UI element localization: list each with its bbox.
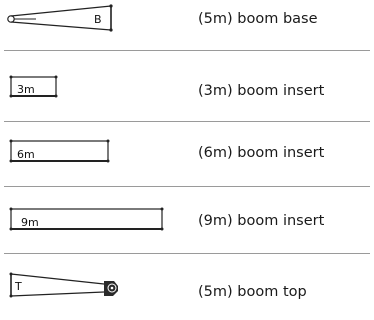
component-row-insert-6m: 6m (6m) boom insert [0,128,374,192]
boom-top-code: T [14,280,22,293]
boom-top-icon: T [9,272,118,298]
boom-top-description: (5m) boom top [198,284,307,300]
divider [4,50,370,51]
divider [4,253,370,254]
component-row-boom-base: B (5m) boom base [0,0,374,64]
boom-insert-6m-icon: 6m [9,139,110,163]
insert-6m-description: (6m) boom insert [198,145,325,161]
component-row-insert-3m: 3m (3m) boom insert [0,64,374,128]
insert-6m-code: 6m [17,148,35,161]
divider [4,186,370,187]
component-row-insert-9m: 9m (9m) boom insert [0,196,374,260]
boom-base-description: (5m) boom base [198,11,318,27]
boom-insert-3m-icon: 3m [9,75,58,98]
insert-3m-description: (3m) boom insert [198,83,325,99]
divider [4,121,370,122]
insert-9m-description: (9m) boom insert [198,213,325,229]
boom-base-code: B [94,13,102,26]
component-row-boom-top: T (5m) boom top [0,256,374,320]
boom-base-icon: B [7,4,113,32]
insert-3m-code: 3m [17,83,35,96]
insert-9m-code: 9m [21,216,39,229]
boom-insert-9m-icon: 9m [9,207,164,231]
